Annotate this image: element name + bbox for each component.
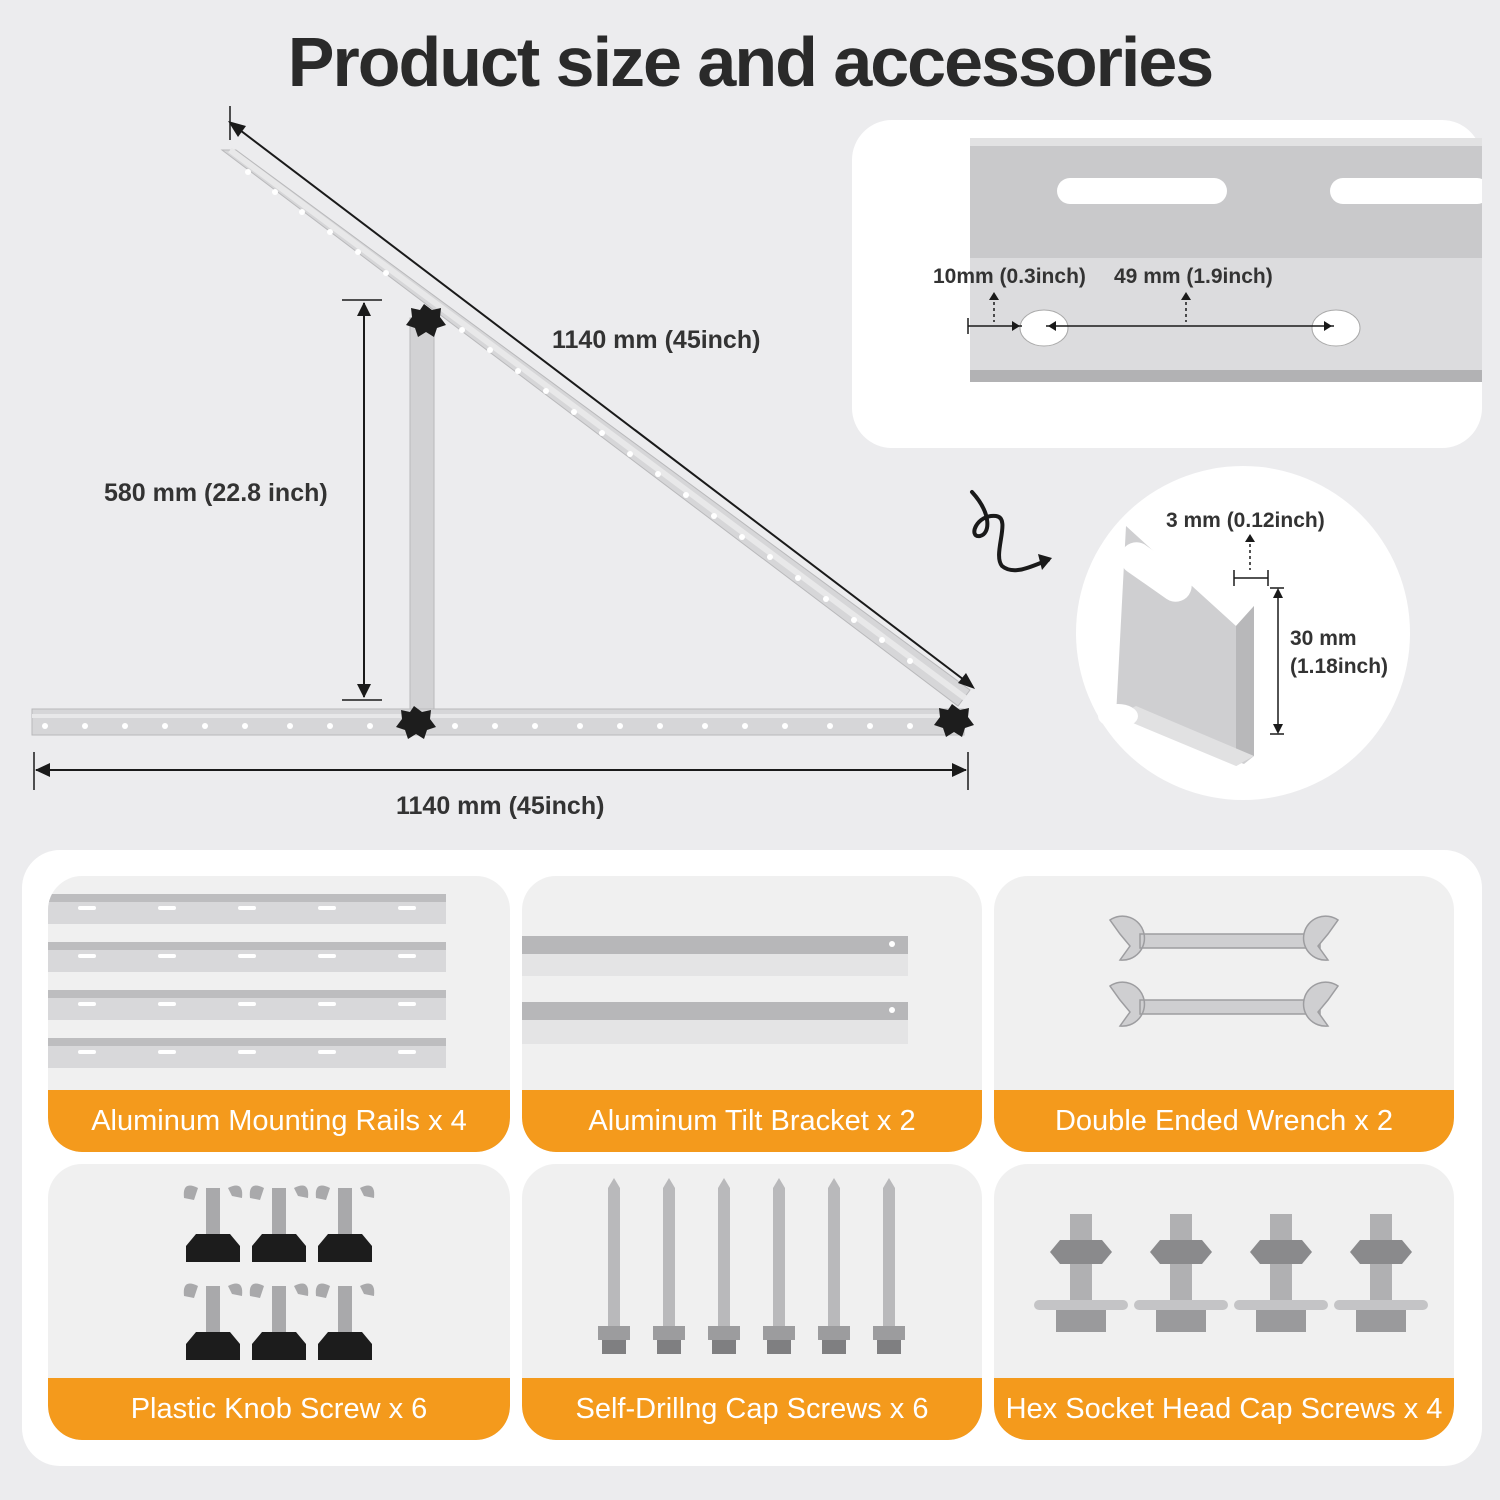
rail-closeup-image: [967, 138, 1482, 382]
flange-width-label-line2: (1.18inch): [1290, 655, 1389, 678]
hex-bolt-icon: [1034, 1214, 1428, 1332]
diagonal-length-label: 1140 mm (45inch): [552, 326, 761, 354]
accessory-card-knob-screw: Plastic Knob Screw x 6: [48, 1164, 510, 1440]
base-length-label: 1140 mm (45inch): [396, 792, 605, 820]
self-drilling-screw-icon: [598, 1178, 905, 1354]
accessory-card-tilt-bracket: Aluminum Tilt Bracket x 2: [522, 876, 982, 1152]
rail-holes: [42, 723, 913, 729]
curved-arrow-icon: [970, 490, 1052, 573]
rails-icon: [48, 894, 446, 1068]
thickness-label: 3 mm (0.12inch): [1166, 509, 1325, 532]
edge-spacing-label: 10mm (0.3inch): [933, 265, 1086, 288]
accessory-card-hex-bolt: Hex Socket Head Cap Screws x 4: [994, 1164, 1454, 1440]
page-title: Product size and accessories: [287, 23, 1214, 101]
accessory-label: Aluminum Mounting Rails x 4: [48, 1090, 510, 1152]
angle-profile-image: [1098, 526, 1284, 766]
accessory-label: Plastic Knob Screw x 6: [48, 1378, 510, 1440]
accessory-label: Double Ended Wrench x 2: [994, 1090, 1454, 1152]
hole-spacing-detail: [852, 120, 1482, 448]
knob-screw-icon: [183, 1185, 375, 1360]
accessory-card-rails: Aluminum Mounting Rails x 4: [48, 876, 510, 1152]
bracket-diagram: [31, 106, 975, 790]
knob-icon: [396, 304, 974, 739]
hole-spacing-label: 49 mm (1.9inch): [1114, 265, 1273, 288]
accessory-label: Self-Drillng Cap Screws x 6: [522, 1378, 982, 1440]
flange-width-label-line1: 30 mm: [1290, 627, 1357, 650]
wrench-icon: [1108, 915, 1340, 1027]
tilt-bracket-icon: [522, 936, 908, 1044]
accessory-label: Hex Socket Head Cap Screws x 4: [994, 1378, 1454, 1440]
accessory-card-self-drilling-screw: Self-Drillng Cap Screws x 6: [522, 1164, 982, 1440]
profile-detail: [1076, 466, 1410, 800]
accessory-card-wrench: Double Ended Wrench x 2: [994, 876, 1454, 1152]
accessory-label: Aluminum Tilt Bracket x 2: [522, 1090, 982, 1152]
height-label: 580 mm (22.8 inch): [104, 479, 328, 507]
